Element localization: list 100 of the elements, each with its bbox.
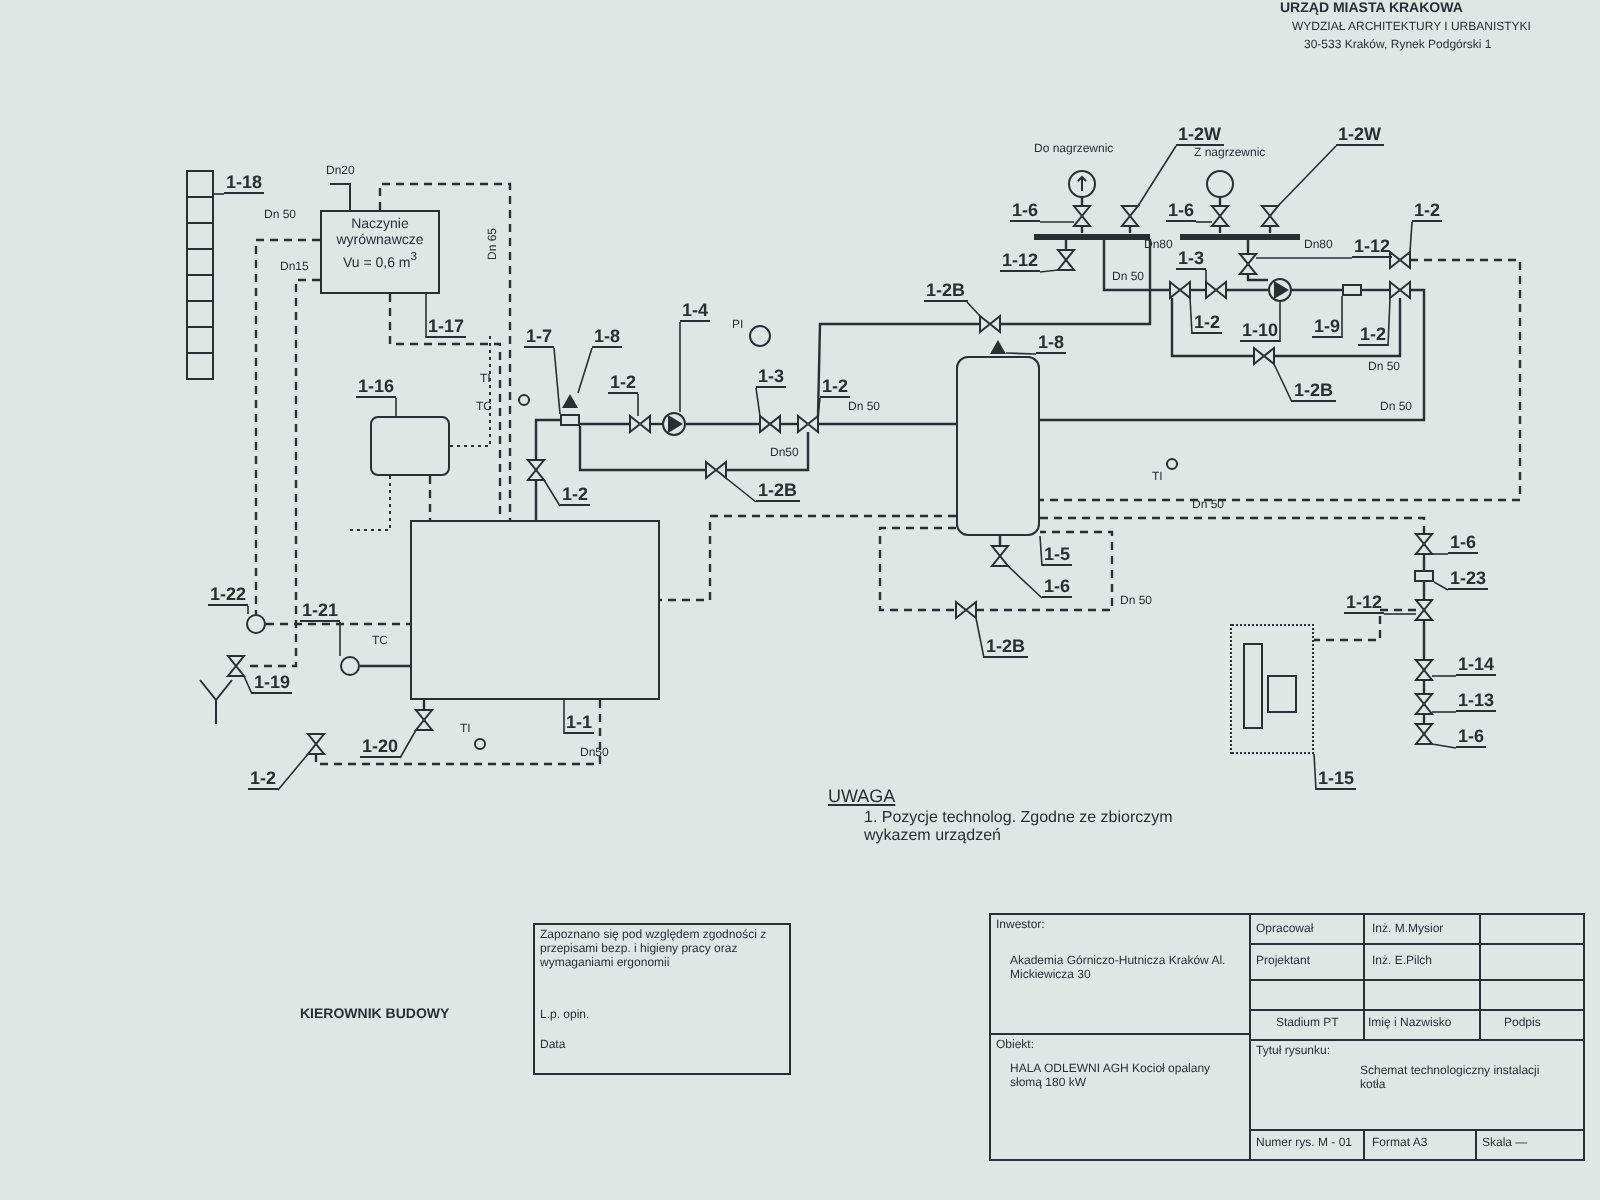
- pipe-line: [534, 480, 538, 520]
- leader-line: [1387, 297, 1391, 347]
- pipe-line: [726, 432, 810, 472]
- valve-symbol: [416, 710, 432, 730]
- callout-number: 1-20: [360, 736, 401, 758]
- pipe-line: [254, 238, 320, 614]
- pipe-line: [686, 422, 760, 426]
- callout-number: 1-1: [564, 712, 595, 734]
- callout-number: 1-13: [1456, 690, 1497, 712]
- leader-line: [1433, 581, 1449, 591]
- callout-number: 1-16: [356, 376, 397, 398]
- valve-symbol: [956, 602, 976, 618]
- leader-line: [577, 347, 593, 394]
- valve-symbol: [630, 416, 650, 432]
- pipe-line: [1102, 239, 1170, 292]
- callout-number: 1-12: [1344, 592, 1385, 614]
- controller-box: [370, 416, 450, 476]
- leader-line: [213, 193, 225, 195]
- leader-line: [1431, 711, 1457, 713]
- valve-symbol: [1416, 534, 1432, 554]
- leader-line: [339, 621, 341, 657]
- callout-number: 1-17: [426, 316, 467, 338]
- pipe-line: [976, 530, 1114, 612]
- leader-line: [1279, 301, 1281, 343]
- pipe-line: [1170, 298, 1254, 358]
- leader-line: [1431, 675, 1457, 677]
- callout-number: 1-18: [224, 172, 265, 194]
- callout-number: 1-2B: [924, 280, 968, 302]
- pipe-line: [266, 622, 410, 626]
- pipe-line: [534, 418, 560, 460]
- callout-number: 1-6: [1042, 576, 1073, 598]
- leader-line: [1431, 553, 1449, 555]
- valve-symbol: [1058, 250, 1074, 270]
- pipe-line: [314, 700, 602, 766]
- fitting-symbol: [1342, 284, 1362, 296]
- callout-number: 1-6: [1166, 200, 1197, 222]
- pipe-line: [360, 664, 410, 668]
- leader-line: [1273, 363, 1293, 403]
- pipe-line: [244, 278, 320, 668]
- leader-line: [1383, 613, 1417, 615]
- valve-symbol: [228, 656, 244, 676]
- valve-symbol: [308, 734, 324, 754]
- valve-symbol: [1416, 660, 1432, 680]
- callout-number: 1-2: [608, 372, 639, 394]
- callout-number: 1-6: [1010, 200, 1041, 222]
- valve-symbol: [798, 416, 818, 432]
- valve-symbol: [528, 460, 544, 480]
- pipe-line: [818, 422, 956, 426]
- manifold-bar: [1034, 233, 1150, 239]
- vent-symbol: [990, 339, 1006, 353]
- callout-number: 1-3: [756, 366, 787, 388]
- note-heading: UWAGA: [828, 786, 896, 806]
- leader-line: [1341, 295, 1343, 339]
- pipe-line: [578, 426, 706, 472]
- pipe-line: [660, 514, 956, 602]
- pipe-line: [1040, 258, 1522, 502]
- callout-number: 1-2: [820, 376, 851, 398]
- leader-line: [247, 605, 249, 615]
- callout-number: 1-2B: [984, 636, 1028, 658]
- callout-number: 1-2W: [1176, 124, 1224, 146]
- pipe-line: [1040, 516, 1426, 534]
- leader-line: [1005, 352, 1037, 355]
- pump-symbol: [662, 412, 686, 436]
- leader-line: [425, 293, 427, 339]
- callout-number: 1-5: [1042, 544, 1073, 566]
- pipe-line: [1274, 298, 1402, 358]
- leader-line: [1189, 297, 1193, 335]
- valve-symbol: [760, 416, 780, 432]
- pipe-line: [1226, 288, 1268, 292]
- valve-symbol: [1416, 694, 1432, 714]
- callout-number: 1-12: [1000, 250, 1041, 272]
- pipe-line: [1000, 239, 1152, 326]
- valve-symbol: [1170, 282, 1190, 298]
- valve-symbol: [1416, 600, 1432, 620]
- leader-line: [1277, 145, 1337, 207]
- softener-unit-box: [1230, 624, 1314, 754]
- callout-number: 1-2: [560, 484, 591, 506]
- callout-number: 1-10: [1240, 320, 1281, 342]
- callout-number: 1-2: [1192, 312, 1223, 334]
- leader-line: [975, 617, 985, 659]
- callout-number: 1-2B: [1292, 380, 1336, 402]
- callout-number: 1-2B: [756, 480, 800, 502]
- callout-number: 1-14: [1456, 654, 1497, 676]
- chimney-drawing: [186, 170, 214, 380]
- pipe-line: [1362, 288, 1390, 292]
- valve-symbol: [1254, 348, 1274, 364]
- callout-number: 1-4: [680, 300, 711, 322]
- valve-symbol: [706, 462, 726, 478]
- leader-line: [1409, 221, 1413, 253]
- valve-symbol: [1206, 282, 1226, 298]
- leader-line: [637, 393, 639, 417]
- valve-symbol: [1416, 724, 1432, 744]
- leader-line: [679, 321, 681, 413]
- callout-number: 1-15: [1316, 768, 1357, 790]
- leader-line: [399, 729, 417, 759]
- leader-line: [1039, 221, 1075, 223]
- leader-line: [243, 675, 253, 695]
- leader-line: [563, 699, 565, 735]
- pipe-line: [816, 322, 980, 417]
- pipe-line: [378, 182, 512, 520]
